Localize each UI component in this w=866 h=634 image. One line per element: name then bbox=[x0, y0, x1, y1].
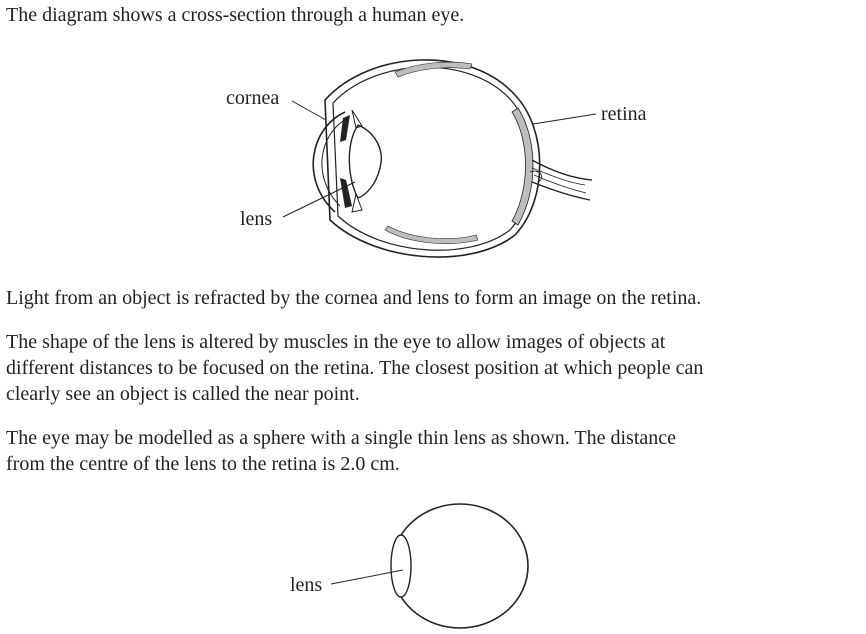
sclera-inner bbox=[332, 66, 533, 251]
retina-band bbox=[511, 107, 534, 226]
retina-label: retina bbox=[601, 103, 647, 125]
optic-nerve-fibres bbox=[529, 167, 587, 194]
retina-pointer-line bbox=[532, 113, 597, 125]
lens-label: lens bbox=[240, 208, 272, 230]
shape-text: The shape of the lens is altered by musc… bbox=[6, 331, 704, 405]
lens-pointer-line bbox=[282, 181, 356, 218]
model-lens-label: lens bbox=[290, 574, 322, 596]
cornea-pointer-line bbox=[291, 100, 327, 121]
model-eye-sphere bbox=[391, 503, 529, 629]
optic-nerve bbox=[531, 159, 593, 201]
model-lens bbox=[390, 534, 412, 598]
model-text: The eye may be modelled as a sphere with… bbox=[6, 427, 676, 475]
lens-shape bbox=[348, 124, 382, 199]
iris-bottom bbox=[340, 178, 352, 208]
choroid-top bbox=[394, 61, 473, 78]
sclera-outer bbox=[324, 59, 541, 258]
ciliary-bottom bbox=[351, 192, 363, 213]
cornea-shape bbox=[312, 111, 346, 213]
model-lens-pointer-line bbox=[330, 569, 404, 585]
intro-text: The diagram shows a cross-section throug… bbox=[6, 4, 465, 26]
choroid-bottom bbox=[384, 225, 479, 244]
light-text: Light from an object is refracted by the… bbox=[6, 287, 702, 309]
cornea-label: cornea bbox=[226, 87, 279, 109]
iris-top bbox=[340, 115, 350, 142]
cornea-inner bbox=[321, 117, 349, 207]
ciliary-top bbox=[351, 109, 363, 129]
